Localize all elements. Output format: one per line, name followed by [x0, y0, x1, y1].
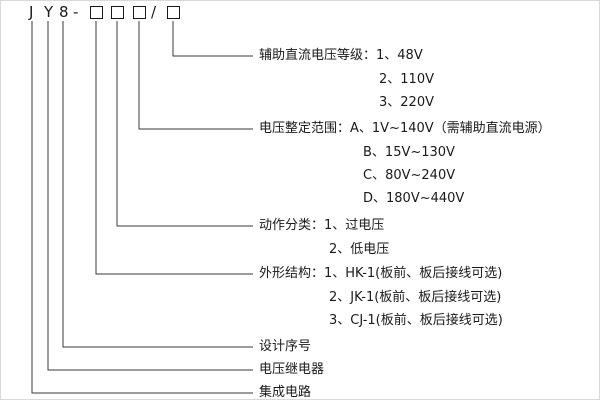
label-design-serial: 设计序号: [259, 339, 312, 354]
model-letter-j: J: [29, 3, 34, 21]
model-dash: -: [73, 3, 79, 21]
label-action-class: 动作分类：1、过电压: [259, 218, 385, 233]
label-setting-range-opt-d: D、180V~440V: [363, 191, 465, 206]
label-setting-range-opt-b: B、15V~130V: [363, 145, 455, 160]
model-box-4: [167, 6, 180, 19]
model-box-1: [90, 6, 103, 19]
label-aux-voltage-opt-2: 2、110V: [379, 72, 434, 87]
model-slash: /: [151, 3, 157, 21]
model-letter-y: Y: [44, 3, 54, 21]
connector-line-setting-range: [138, 21, 253, 130]
label-setting-range: 电压整定范围：A、1V~140V（需辅助直流电源）: [259, 121, 551, 136]
connector-line-action-class: [116, 21, 253, 227]
label-aux-voltage: 辅助直流电压等级：1、48V: [259, 48, 423, 63]
model-box-3: [133, 6, 146, 19]
label-voltage-relay: 电压继电器: [259, 362, 325, 377]
label-case-structure: 外形结构：1、HK-1(板前、板后接线可选): [259, 266, 503, 281]
label-case-structure-opt-3: 3、CJ-1(板前、板后接线可选): [329, 313, 503, 328]
label-setting-range-opt-c: C、80V~240V: [363, 168, 456, 183]
connector-line-case-structure: [95, 21, 253, 275]
model-digit-8: 8: [59, 3, 69, 21]
label-case-structure-opt-2: 2、JK-1(板前、板后接线可选): [329, 290, 502, 305]
label-action-class-opt-2: 2、低电压: [329, 242, 390, 257]
connector-line-ic: [31, 21, 253, 394]
label-aux-voltage-opt-3: 3、220V: [379, 95, 434, 110]
model-box-2: [111, 6, 124, 19]
label-ic: 集成电路: [259, 385, 312, 400]
connector-line-design-serial: [62, 21, 253, 348]
connector-line-voltage-relay: [47, 21, 253, 371]
connector-line-aux-voltage: [172, 21, 253, 57]
